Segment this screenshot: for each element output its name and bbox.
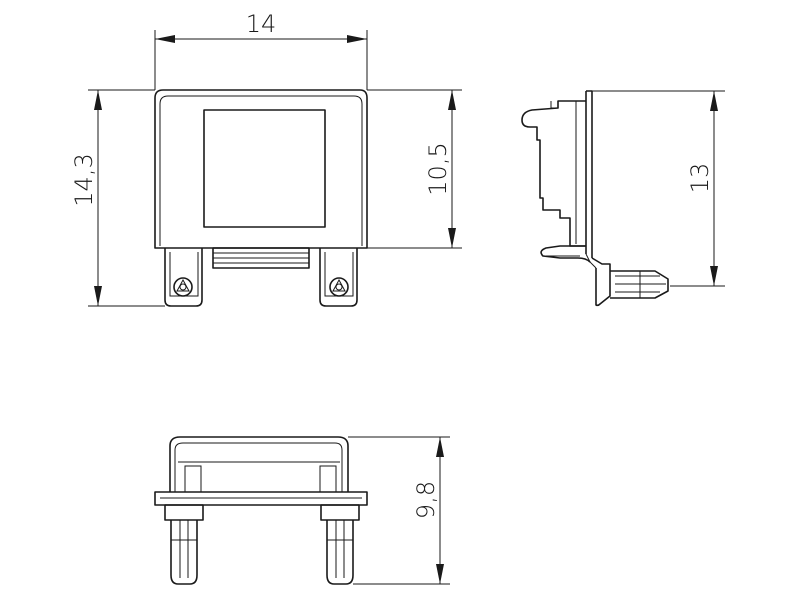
- side-foot: [591, 257, 611, 307]
- dim-top-height: 9,8: [348, 436, 450, 585]
- side-view: [521, 90, 669, 307]
- dim-side-height-label: 13: [686, 163, 714, 194]
- top-view: [154, 436, 368, 585]
- front-body-rim: [159, 95, 363, 246]
- dim-front-width-label: 14: [246, 10, 277, 38]
- dim-front-width: 14: [154, 10, 368, 90]
- top-cap: [169, 436, 349, 492]
- dim-front-body-height-label: 10,5: [424, 142, 452, 195]
- top-right-clip: [320, 504, 360, 585]
- front-view: [154, 89, 368, 307]
- front-left-tab: [164, 248, 203, 307]
- dim-front-body-height: 10,5: [367, 89, 462, 249]
- dim-front-total-height: 14,3: [70, 89, 165, 307]
- side-lower-latch: [540, 245, 591, 263]
- front-body-outline: [154, 89, 368, 249]
- dim-top-height-label: 9,8: [412, 481, 440, 519]
- front-window: [203, 109, 326, 228]
- dim-front-total-height-label: 14,3: [70, 153, 98, 206]
- side-body-profile: [521, 100, 586, 247]
- side-back-plate: [586, 90, 593, 258]
- front-right-tab: [319, 248, 358, 307]
- front-right-hole: [329, 277, 349, 297]
- front-left-hole: [173, 277, 193, 297]
- dim-side-height: 13: [592, 90, 725, 287]
- top-flange: [154, 491, 368, 506]
- side-peg: [610, 270, 669, 299]
- top-left-clip: [164, 504, 204, 585]
